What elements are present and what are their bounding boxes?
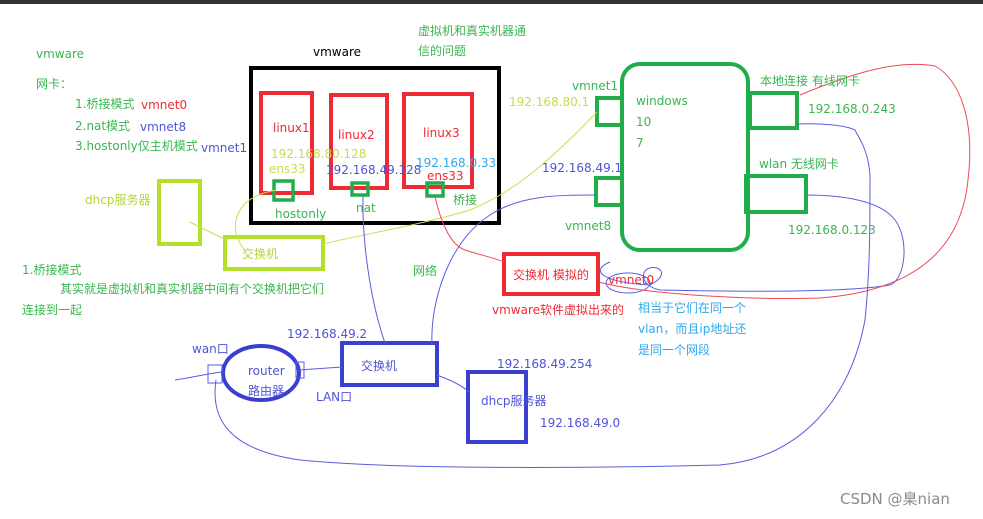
question-line-1: 虚拟机和真实机器通: [418, 24, 527, 38]
vlan-note-line-2: vlan，而且ip地址还: [638, 322, 747, 336]
hostonly-wire-linux1: [234, 189, 277, 253]
legend-net-1: vmnet0: [141, 98, 188, 112]
linux2-mode: nat: [356, 201, 376, 215]
linux1-name: linux1: [273, 121, 310, 135]
vlan-note-line-3: 是同一个网段: [638, 343, 711, 357]
linux2-box: [329, 93, 389, 190]
watermark: CSDN @臬nian: [840, 490, 950, 508]
vmnet1-nic: [595, 96, 624, 127]
linux2-ip: 192.168.49.128: [326, 163, 422, 177]
legend-net-2: vmnet8: [140, 120, 187, 134]
nat-wire-vmnet8: [431, 194, 597, 346]
host-os-1: windows: [636, 94, 688, 108]
wlan-nic: [744, 174, 808, 214]
router-wan-wire: [174, 371, 223, 381]
bridge-wire-wired: [597, 63, 971, 299]
linux1-mode: hostonly: [275, 207, 327, 221]
wired-ip: 192.168.0.243: [808, 102, 896, 116]
linux3-name: linux3: [423, 126, 460, 140]
router-label-en: router: [248, 364, 285, 378]
linux1-iface: ens33: [269, 162, 306, 176]
host-os-2: 10: [636, 115, 652, 129]
bridge-note-line-2: 连接到一起: [22, 303, 83, 317]
nat-switch-label: 交换机: [361, 359, 398, 373]
nat-wire-linux2: [362, 195, 386, 344]
host-os-3: 7: [636, 136, 644, 150]
windows-host-box: [620, 62, 750, 252]
nat-wire-dhcp: [436, 374, 471, 394]
linux2-name: linux2: [338, 128, 375, 142]
virtual-switch-box: [502, 252, 600, 296]
hostonly-dhcp-box: [157, 179, 202, 246]
legend-mode-2: 2.nat模式: [75, 119, 131, 133]
virtual-switch-label: 交换机 模拟的: [513, 268, 589, 282]
wan-port-label: wan口: [192, 342, 229, 356]
vmware-box: [249, 66, 501, 225]
linux1-box: [259, 91, 314, 195]
hostonly-wire-dhcp: [189, 221, 229, 241]
wired-nic: [748, 91, 799, 130]
nic-label: 网卡：: [36, 77, 73, 91]
bridge-note-line-1: 其实就是虚拟机和真实机器中间有个交换机把它们: [60, 282, 325, 296]
question-line-2: 信的问题: [418, 44, 467, 58]
virtual-switch-note: vmware软件虚拟出来的: [492, 303, 625, 317]
linux1-nic: [272, 179, 295, 202]
bridge-note-title: 1.桥接模式: [22, 263, 82, 277]
vmnet8-nic: [594, 176, 624, 207]
vlan-note-line-1: 相当于它们在同一个: [638, 301, 747, 315]
linux3-nic: [425, 181, 445, 198]
linux3-ip: 192.168.0.33: [416, 156, 497, 170]
vmware-title: vmware: [313, 45, 362, 59]
router-ellipse: [221, 344, 301, 402]
legend-mode-3: 3.hostonly仅主机模式: [75, 139, 198, 153]
bridge-wire-linux3: [434, 195, 505, 263]
wlan-label: wlan 无线网卡: [759, 157, 839, 171]
vmnet8-ip: 192.168.49.1: [542, 161, 623, 175]
vmnet8-label: vmnet8: [565, 219, 612, 233]
vmnet0-label: vmnet0: [608, 273, 655, 287]
linux2-nic: [350, 181, 370, 197]
hostonly-wire-vmnet1: [322, 111, 598, 245]
vmnet1-label: vmnet1: [572, 79, 619, 93]
router-label-cn: 路由器: [248, 384, 285, 398]
gateway-ip: 192.168.49.2: [287, 327, 368, 341]
legend-net-3: vmnet1: [201, 141, 248, 155]
hostonly-switch-box: [223, 235, 325, 271]
legend-mode-1: 1.桥接模式: [75, 97, 135, 111]
wan-loop: [214, 123, 871, 468]
linux3-iface: ens33: [427, 169, 464, 183]
wan-port-glyph: [207, 364, 223, 384]
linux3-box: [402, 92, 474, 189]
nat-switch-box: [340, 341, 439, 387]
lan-port-glyph: [295, 361, 305, 379]
linux1-ip: 192.168.80.128: [271, 147, 367, 161]
wired-label: 本地连接 有线网卡: [760, 74, 860, 88]
hostonly-dhcp-label: dhcp服务器: [85, 193, 151, 207]
nat-dhcp-box: [466, 370, 528, 444]
vmnet0-circle: [605, 272, 651, 294]
vmnet1-ip: 192.168.80.1: [509, 95, 590, 109]
nat-subnet: 192.168.49.0: [540, 416, 621, 430]
linux3-mode: 桥接: [453, 193, 478, 207]
nat-dhcp-label: dhcp服务器: [481, 394, 547, 408]
network-label: 网络: [413, 264, 438, 278]
router-lan-wire: [298, 366, 343, 371]
wlan-ip: 192.168.0.123: [788, 223, 876, 237]
lan-port-label: LAN口: [316, 390, 353, 404]
nat-dhcp-ip: 192.168.49.254: [497, 357, 593, 371]
hostonly-switch-label: 交换机: [242, 247, 279, 261]
legend-title: vmware: [36, 47, 85, 61]
top-bar: [0, 0, 983, 4]
